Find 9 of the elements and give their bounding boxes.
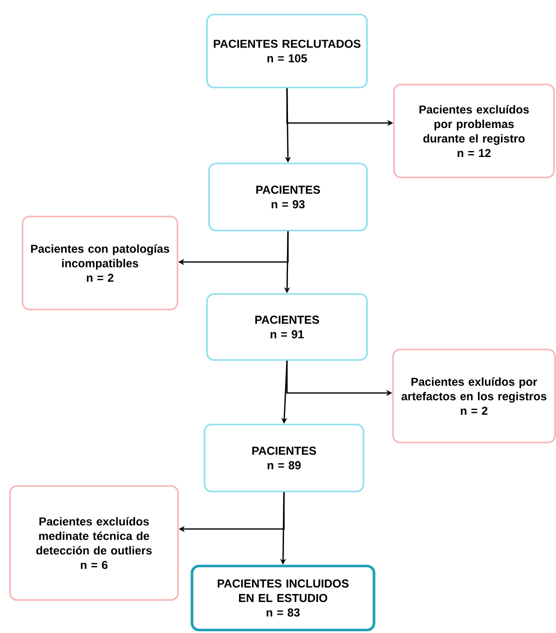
- exclusion-box: Pacientes con patologías incompatibles n = 2: [22, 216, 178, 310]
- exclusion-box: Pacientes exluídos por artefactos en los registros n = 2: [392, 348, 556, 444]
- process-box: PACIENTES n = 91: [206, 293, 368, 361]
- exclusion-box: Pacientes excluídos medinate técnica de detección de outliers n = 6: [9, 485, 179, 601]
- process-box: PACIENTES RECLUTADOS n = 105: [206, 14, 368, 88]
- result-box: PACIENTES INCLUIDOS EN EL ESTUDIO n = 83: [190, 564, 376, 632]
- process-box: PACIENTES n = 89: [204, 424, 364, 492]
- process-box: PACIENTES n = 93: [208, 162, 368, 232]
- exclusion-box: Pacientes excluídos por problemas durante el registro n = 12: [393, 84, 555, 178]
